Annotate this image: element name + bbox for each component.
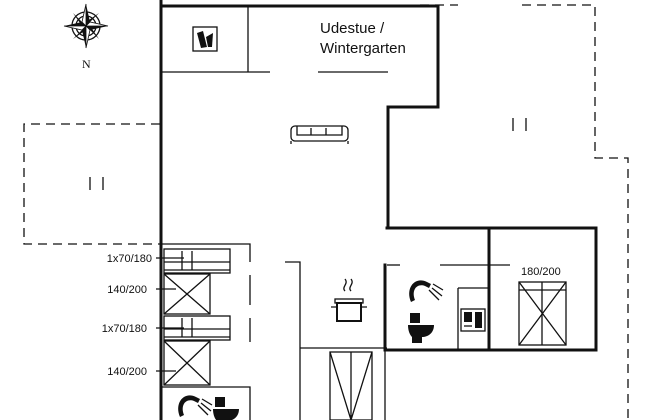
double-bed-label-lower: 140/200 <box>107 366 147 378</box>
bunk-bed-label-upper: 1x70/180 <box>107 253 152 265</box>
double-bed-upper <box>163 273 211 315</box>
double-bed-lower <box>163 340 211 386</box>
bunk-bed-lower <box>163 315 231 341</box>
compass-rose-icon <box>63 3 109 49</box>
compass-north-label: N <box>82 57 91 71</box>
bathroom-cabinet-icon <box>460 308 486 332</box>
shower-icon <box>178 395 213 417</box>
washing-machine-icon <box>192 26 218 52</box>
interior-walls <box>161 6 510 420</box>
bunk-bed-label-lower: 1x70/180 <box>102 323 147 335</box>
bed-icon <box>518 281 567 346</box>
toilet-icon <box>408 313 434 343</box>
cooking-pot-icon <box>331 278 367 322</box>
master-bed-label: 180/200 <box>521 266 561 278</box>
winter-garden-label-line1: Udestue / <box>320 20 385 37</box>
shower-icon <box>409 280 444 302</box>
hallway-bed <box>329 351 373 420</box>
terrace-outlines <box>23 4 629 420</box>
bunk-bed-upper <box>163 248 231 274</box>
terrace-markers <box>89 118 527 190</box>
double-bed-label-upper: 140/200 <box>107 284 147 296</box>
exterior-walls <box>159 0 598 420</box>
bed-label-leaders <box>156 257 184 372</box>
sofa-icon <box>290 125 349 144</box>
toilet-icon <box>213 397 239 420</box>
winter-garden-label-line2: Wintergarten <box>320 40 406 57</box>
